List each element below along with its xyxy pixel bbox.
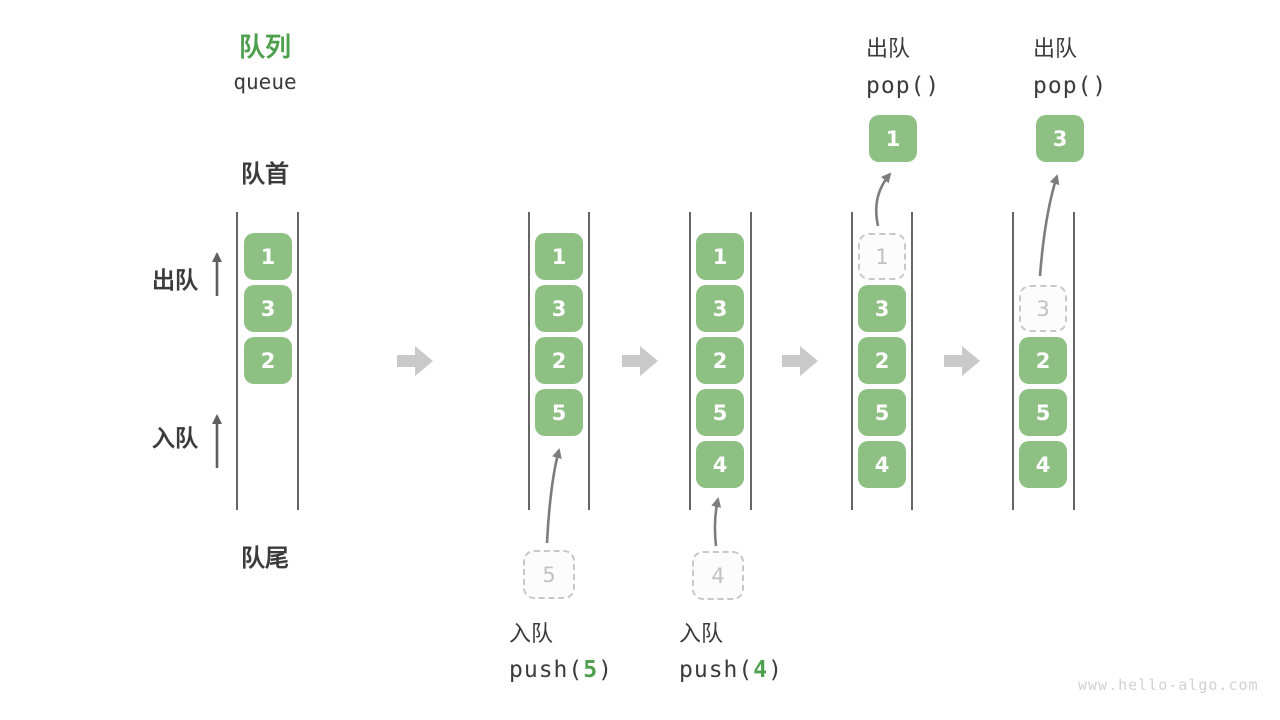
popped-element: 3	[1036, 115, 1084, 162]
queue-element: 2	[858, 337, 906, 384]
queue-element: 2	[535, 337, 583, 384]
queue-element: 4	[696, 441, 744, 488]
leaving-element-ghost: 1	[858, 233, 906, 280]
queue-element: 5	[858, 389, 906, 436]
push-label-code: push(5)	[509, 657, 613, 683]
incoming-element-ghost: 5	[523, 550, 575, 599]
enqueue-side-label: 入队	[152, 425, 198, 451]
push-label-zh: 入队	[509, 621, 554, 646]
pop-operation-label-2: 出队 pop()	[1033, 31, 1107, 99]
push-arg: 5	[583, 657, 599, 683]
queue-element: 3	[535, 285, 583, 332]
queue-element: 3	[244, 285, 292, 332]
queue-front-label: 队首	[241, 161, 289, 188]
queue-column-1: 1 3 2	[244, 233, 292, 384]
queue-element: 4	[1019, 441, 1067, 488]
queue-element: 5	[1019, 389, 1067, 436]
pop-label-zh: 出队	[866, 36, 911, 61]
queue-element: 2	[1019, 337, 1067, 384]
pop-label-code: pop()	[1033, 73, 1108, 99]
diagram-title-en: queue	[233, 70, 297, 94]
queue-element: 5	[535, 389, 583, 436]
queue-element: 1	[696, 233, 744, 280]
push-label-code: push(4)	[679, 657, 783, 683]
queue-column-2: 1 3 2 5	[535, 233, 583, 436]
queue-element: 3	[858, 285, 906, 332]
push-operation-label-5: 入队 push(5)	[509, 616, 613, 683]
pop-operation-label-1: 出队 pop()	[866, 31, 940, 99]
pop-label-code: pop()	[866, 73, 941, 99]
push-arg: 4	[753, 657, 769, 683]
pop-label-zh: 出队	[1033, 36, 1078, 61]
queue-element: 3	[696, 285, 744, 332]
pop-1-arrow-icon	[874, 172, 892, 227]
queue-element: 2	[244, 337, 292, 384]
push-label-zh: 入队	[679, 621, 724, 646]
enqueue-4-arrow-icon	[711, 497, 722, 547]
queue-element: 4	[858, 441, 906, 488]
queue-walls	[236, 212, 1075, 510]
watermark: www.hello-algo.com	[1078, 676, 1259, 694]
diagram-title-zh: 队列	[238, 32, 291, 62]
dequeue-side-label: 出队	[152, 267, 198, 293]
queue-element: 5	[696, 389, 744, 436]
queue-column-5: 3 2 5 4	[1019, 233, 1067, 488]
popped-element: 1	[869, 115, 917, 162]
leaving-element-ghost: 3	[1019, 285, 1067, 332]
queue-element: 1	[535, 233, 583, 280]
incoming-element-ghost: 4	[692, 551, 744, 600]
queue-element: 1	[244, 233, 292, 280]
queue-rear-label: 队尾	[241, 545, 289, 572]
queue-element: 2	[696, 337, 744, 384]
queue-column-4: 1 3 2 5 4	[858, 233, 906, 488]
queue-column-3: 1 3 2 5 4	[696, 233, 744, 488]
push-operation-label-4: 入队 push(4)	[679, 616, 783, 683]
enqueue-5-arrow-icon	[545, 448, 562, 544]
